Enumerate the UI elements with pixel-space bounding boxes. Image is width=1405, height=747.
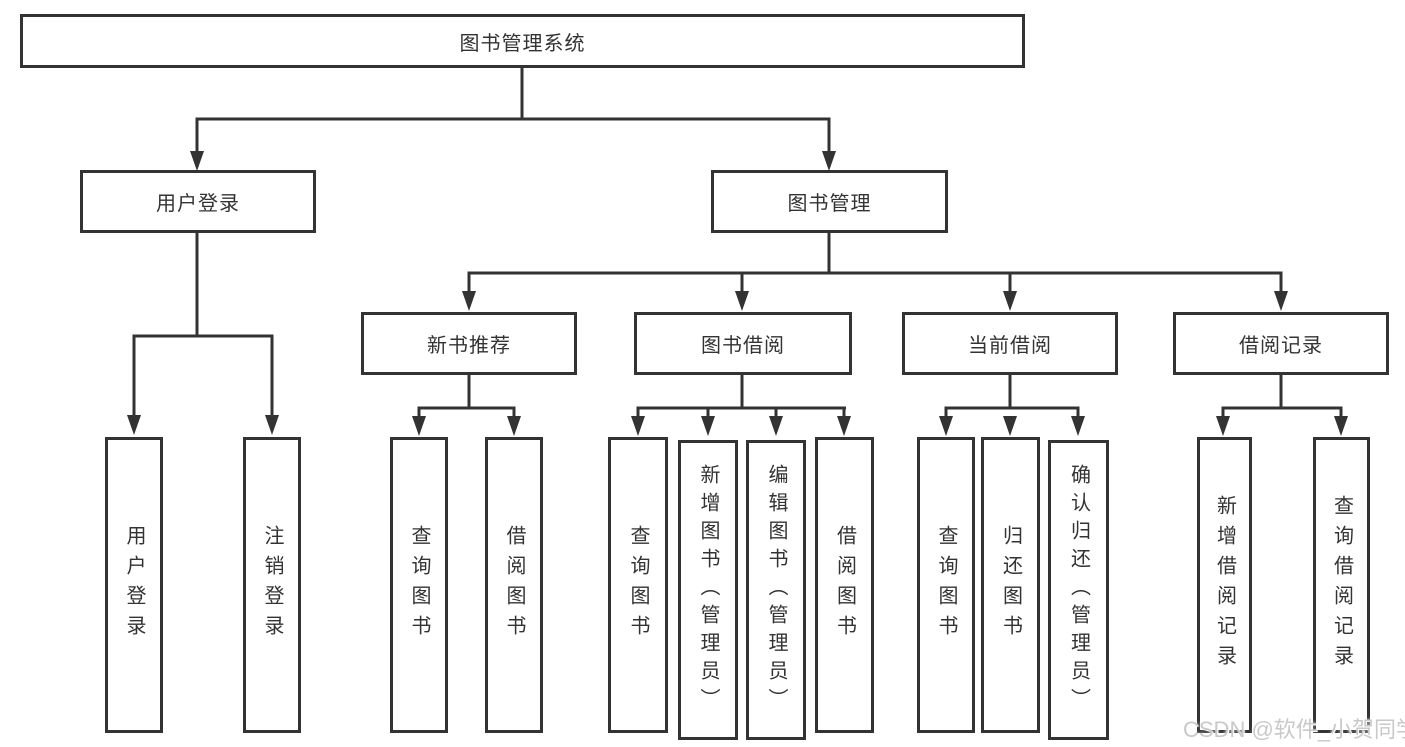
leaf-current-return-label: 归还图书	[999, 525, 1022, 645]
node-book-management-label: 图书管理	[787, 193, 872, 215]
leaf-newbook-borrow: 借阅图书	[485, 437, 543, 733]
leaf-current-query-label: 查询图书	[935, 525, 957, 645]
leaf-borrowing-add-admin-label: 新增图书（管理员）	[697, 464, 719, 716]
leaf-current-return: 归还图书	[981, 437, 1040, 733]
leaf-newbook-borrow-label: 借阅图书	[503, 525, 525, 645]
node-root-label: 图书管理系统	[459, 32, 586, 55]
leaf-newbook-query-label: 查询图书	[408, 525, 430, 645]
node-user-login: 用户登录	[80, 170, 316, 233]
node-new-book-recommend-label: 新书推荐	[427, 335, 511, 357]
node-book-borrowing-label: 图书借阅	[701, 335, 785, 357]
leaf-record-query: 查询借阅记录	[1313, 437, 1370, 733]
leaf-record-query-label: 查询借阅记录	[1330, 495, 1353, 675]
node-book-borrowing: 图书借阅	[634, 312, 852, 375]
node-book-management: 图书管理	[711, 170, 948, 233]
leaf-record-add: 新增借阅记录	[1197, 437, 1252, 733]
leaf-logout: 注销登录	[243, 437, 301, 733]
node-root: 图书管理系统	[20, 14, 1025, 68]
leaf-user-login: 用户登录	[105, 437, 163, 733]
node-new-book-recommend: 新书推荐	[361, 312, 577, 375]
node-current-borrowing: 当前借阅	[902, 312, 1118, 375]
leaf-borrowing-edit-admin-label: 编辑图书（管理员）	[765, 464, 787, 716]
leaf-newbook-query: 查询图书	[390, 437, 448, 733]
leaf-logout-label: 注销登录	[261, 525, 283, 645]
leaf-current-confirm-admin-label: 确认归还（管理员）	[1067, 464, 1090, 716]
leaf-record-add-label: 新增借阅记录	[1213, 495, 1236, 675]
leaf-current-confirm-admin: 确认归还（管理员）	[1048, 440, 1109, 740]
leaf-borrowing-query-label: 查询图书	[627, 525, 649, 645]
node-user-login-label: 用户登录	[156, 193, 240, 215]
leaf-borrowing-borrow: 借阅图书	[815, 437, 874, 733]
leaf-borrowing-query: 查询图书	[608, 437, 668, 733]
leaf-current-query: 查询图书	[917, 437, 975, 733]
node-borrow-records: 借阅记录	[1173, 312, 1389, 375]
node-current-borrowing-label: 当前借阅	[968, 335, 1052, 357]
csdn-watermark: CSDN @软件_小贺同学	[1183, 717, 1405, 742]
node-borrow-records-label: 借阅记录	[1239, 335, 1323, 357]
leaf-borrowing-edit-admin: 编辑图书（管理员）	[746, 440, 806, 740]
leaf-user-login-label: 用户登录	[123, 525, 145, 645]
leaf-borrowing-add-admin: 新增图书（管理员）	[678, 440, 738, 740]
leaf-borrowing-borrow-label: 借阅图书	[833, 525, 856, 645]
